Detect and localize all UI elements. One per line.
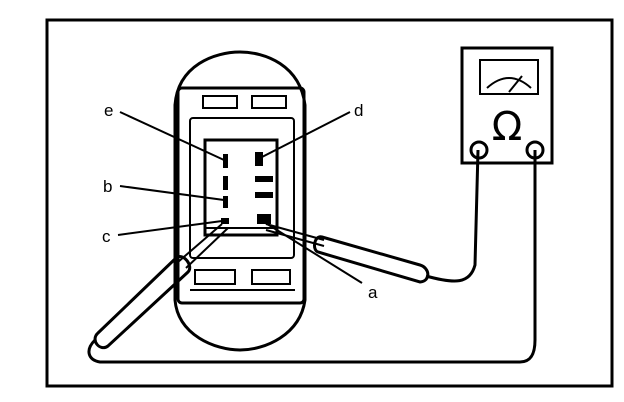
terminal-e <box>223 154 228 168</box>
leader-c <box>117 220 223 236</box>
meter-scale-arc <box>486 77 532 89</box>
probe-right <box>265 149 480 284</box>
probe-left <box>87 150 537 364</box>
probe-left-handle <box>93 255 192 349</box>
probe-left-lead <box>87 150 537 364</box>
label-a: a <box>368 283 378 302</box>
probe-right-tip <box>265 223 325 241</box>
meter-jack-left <box>469 140 489 160</box>
switch-housing <box>176 86 306 305</box>
leader-b <box>119 185 225 201</box>
terminal-side-middle <box>255 192 273 198</box>
terminals <box>221 152 273 224</box>
terminal-e-lower <box>223 176 228 190</box>
label-c: c <box>102 227 111 246</box>
leader-a <box>263 221 363 284</box>
terminal-side-upper <box>255 176 273 182</box>
probe-right-lead <box>425 149 480 283</box>
probe-left-tip-2 <box>185 227 229 269</box>
figure-frame <box>45 18 614 388</box>
meter-jack-right <box>525 140 545 160</box>
meter-body <box>460 46 554 165</box>
ohm-symbol-icon: Ω <box>492 104 523 150</box>
leader-e <box>119 111 225 161</box>
terminal-a <box>257 214 271 224</box>
connector-block <box>203 138 279 237</box>
probe-right-handle <box>313 235 430 284</box>
terminal-c <box>221 218 229 224</box>
multimeter <box>460 46 554 165</box>
top-tab-left <box>202 95 238 109</box>
terminal-b <box>223 196 228 208</box>
leader-d <box>261 111 351 158</box>
rocker-switch <box>173 50 307 352</box>
terminal-d <box>255 152 263 166</box>
top-tab-right <box>251 95 287 109</box>
switch-housing-inner <box>189 117 295 259</box>
bottom-tab-left <box>194 269 236 285</box>
label-b: b <box>103 177 112 196</box>
bottom-tab-right <box>251 269 291 285</box>
probe-left-tip <box>177 223 223 263</box>
meter-needle <box>508 75 523 93</box>
label-e: e <box>104 101 113 120</box>
leader-lines <box>117 111 363 284</box>
label-d: d <box>354 101 363 120</box>
meter-display <box>479 59 539 95</box>
